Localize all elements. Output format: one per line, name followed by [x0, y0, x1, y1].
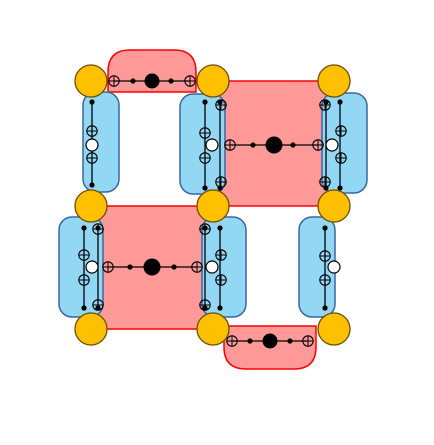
circled-plus-marker — [226, 335, 238, 347]
circled-plus-marker — [108, 75, 120, 87]
ancilla-open-circle — [327, 260, 341, 274]
junction-dot — [322, 225, 328, 231]
circled-plus-marker — [312, 139, 324, 151]
circled-plus-marker — [215, 274, 227, 286]
circled-plus-marker — [92, 223, 104, 235]
circled-plus-marker — [335, 152, 347, 164]
circled-plus-marker — [184, 75, 196, 87]
circled-plus-marker — [215, 99, 227, 111]
node-r2-c1 — [196, 312, 230, 346]
junction-dot — [81, 225, 87, 231]
circled-plus-marker — [215, 176, 227, 188]
circled-plus-marker — [335, 125, 347, 137]
node-r1-c0 — [74, 189, 108, 223]
node-r0-c0 — [74, 64, 108, 98]
node-r0-c2 — [317, 64, 351, 98]
junction-dot — [290, 142, 296, 148]
junction-dot — [130, 78, 136, 84]
ancilla-open-circle — [205, 260, 219, 274]
circled-plus-marker — [78, 249, 90, 261]
junction-dot — [202, 185, 208, 191]
node-r2-c0 — [74, 312, 108, 346]
junction-dot — [287, 338, 293, 344]
ancilla-open-circle — [325, 138, 339, 152]
junction-dot — [127, 264, 133, 270]
junction-dot — [168, 78, 174, 84]
junction-dot — [250, 142, 256, 148]
circled-plus-marker — [199, 223, 211, 235]
circled-plus-marker — [215, 249, 227, 261]
junction-dot — [217, 305, 223, 311]
circled-plus-marker — [78, 274, 90, 286]
circled-plus-marker — [199, 152, 211, 164]
node-r2-c2 — [317, 312, 351, 346]
circled-plus-marker — [86, 125, 98, 137]
center-dot — [144, 73, 160, 89]
circled-plus-marker — [319, 274, 331, 286]
junction-dot — [89, 99, 95, 105]
circled-plus-marker — [199, 299, 211, 311]
node-r1-c2 — [317, 189, 351, 223]
junction-dot — [217, 225, 223, 231]
node-layer — [74, 64, 351, 346]
center-dot — [265, 136, 283, 154]
junction-dot — [337, 99, 343, 105]
circled-plus-marker — [302, 335, 314, 347]
center-dot — [143, 258, 161, 276]
circled-plus-marker — [319, 250, 331, 262]
circled-plus-marker — [92, 299, 104, 311]
junction-dot — [322, 305, 328, 311]
node-r0-c1 — [196, 64, 230, 98]
node-r1-c1 — [196, 189, 230, 223]
circled-plus-marker — [224, 139, 236, 151]
circled-plus-marker — [319, 176, 331, 188]
center-dot — [262, 333, 278, 349]
circled-plus-marker — [102, 261, 114, 273]
junction-dot — [247, 338, 253, 344]
junction-dot — [171, 264, 177, 270]
circled-plus-marker — [191, 261, 203, 273]
circled-plus-marker — [86, 152, 98, 164]
junction-dot — [81, 305, 87, 311]
circled-plus-marker — [319, 99, 331, 111]
marker-layer — [78, 73, 347, 349]
junction-dot — [202, 99, 208, 105]
ancilla-open-circle — [85, 138, 99, 152]
junction-dot — [89, 182, 95, 188]
ancilla-open-circle — [85, 260, 99, 274]
circled-plus-marker — [199, 127, 211, 139]
junction-dot — [337, 185, 343, 191]
ancilla-open-circle — [205, 138, 219, 152]
